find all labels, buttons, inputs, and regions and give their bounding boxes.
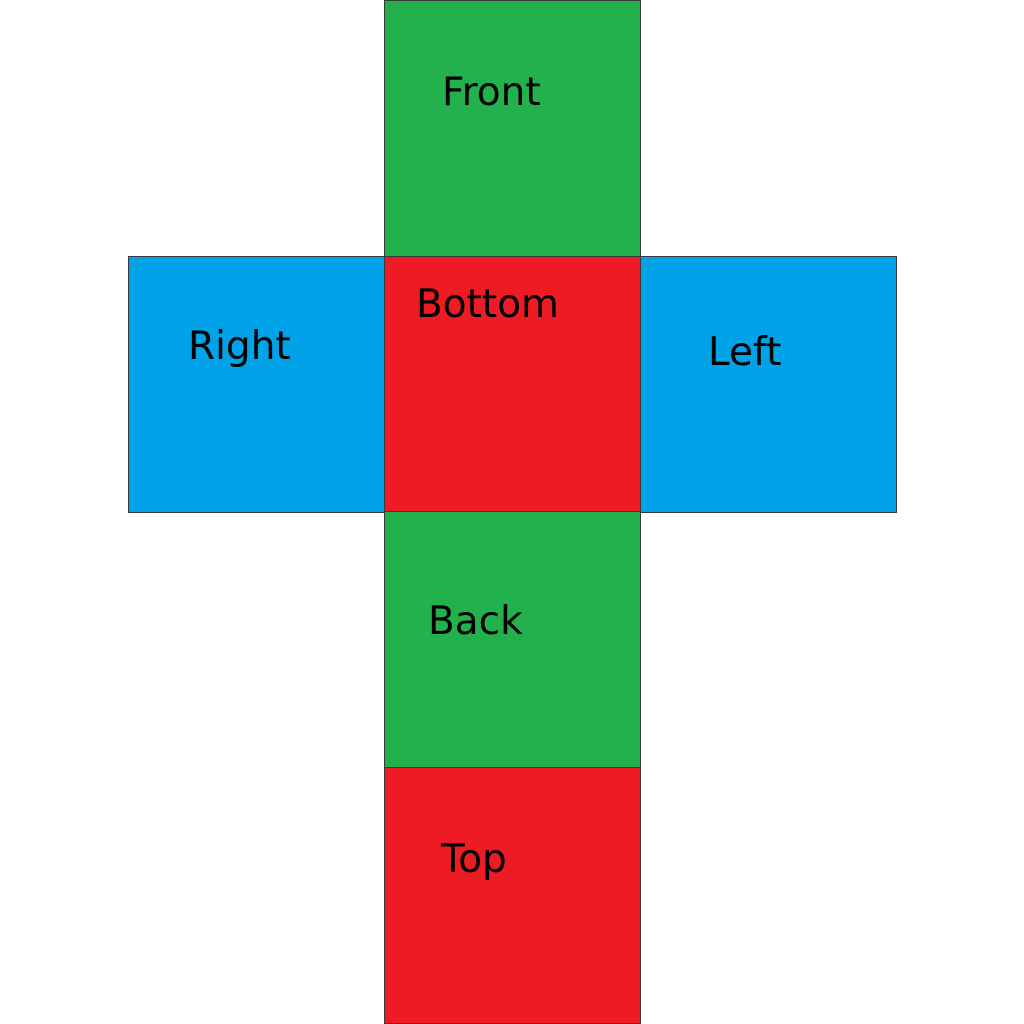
face-bottom-label: Bottom [416,282,560,327]
face-left-label: Left [708,330,782,375]
face-left: Left [640,256,897,513]
face-top-label: Top [441,837,507,882]
face-top: Top [384,767,641,1024]
face-front: Front [384,0,641,257]
face-back-label: Back [428,599,523,644]
face-right-label: Right [188,324,291,369]
face-front-label: Front [442,70,541,115]
face-back: Back [384,511,641,768]
face-right: Right [128,256,385,513]
face-bottom: Bottom [384,256,641,513]
